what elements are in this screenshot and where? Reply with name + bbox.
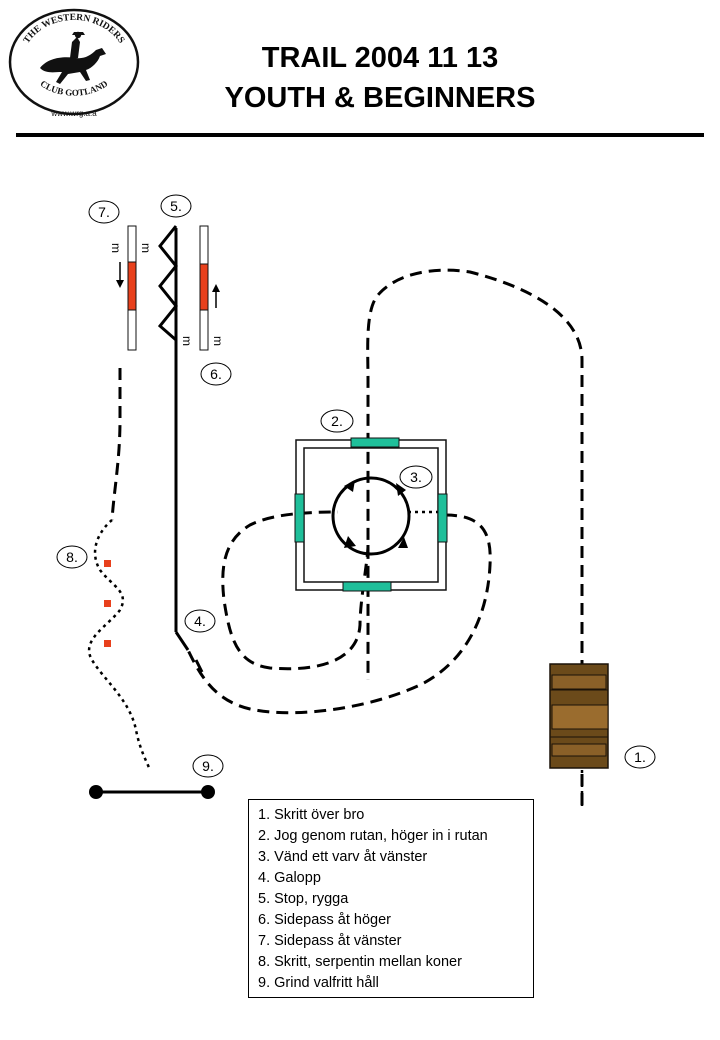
- cone-mark: m: [139, 243, 153, 253]
- svg-text:4.: 4.: [194, 613, 206, 629]
- marker-9: 9.: [192, 754, 224, 778]
- svg-text:3.: 3.: [410, 469, 422, 485]
- legend-item: 5. Stop, rygga: [258, 891, 349, 907]
- page-title: TRAIL 2004 11 13 YOUTH & BEGINNERS: [150, 38, 610, 118]
- sidepass-arrow-up: [212, 284, 220, 308]
- marker-4: 4.: [184, 609, 216, 633]
- legend-item: 4. Galopp: [258, 870, 321, 886]
- sidepass-pole-right: [199, 225, 209, 351]
- marker-5: 5.: [160, 194, 192, 218]
- dashed-route-lower: [186, 513, 492, 715]
- legend-item: 8. Skritt, serpentin mellan koner: [258, 954, 462, 970]
- dotted-serpentine: [88, 519, 152, 771]
- marker-7: 7.: [88, 200, 120, 224]
- svg-text:7.: 7.: [98, 204, 110, 220]
- dashed-route-walk: [110, 368, 122, 521]
- legend-item: 3. Vänd ett varv åt vänster: [258, 849, 428, 865]
- club-logo: THE WESTERN RIDERS CLUB GOTLAND www.wrg.…: [8, 8, 140, 118]
- cone: [104, 600, 111, 607]
- svg-text:1.: 1.: [634, 749, 646, 765]
- svg-text:2.: 2.: [331, 413, 343, 429]
- box-obstacle: [294, 437, 448, 592]
- legend-item: 6. Sidepass åt höger: [258, 912, 392, 928]
- title-line-1: TRAIL 2004 11 13: [261, 42, 499, 74]
- marker-8: 8.: [56, 545, 88, 569]
- svg-text:5.: 5.: [170, 198, 182, 214]
- cone: [104, 560, 111, 567]
- marker-6: 6.: [200, 362, 232, 386]
- svg-text:6.: 6.: [210, 366, 222, 382]
- gallop-dash-connector: [174, 631, 204, 673]
- bridge-obstacle: [549, 663, 609, 769]
- marker-2: 2.: [320, 409, 354, 433]
- dashed-route-main: [366, 268, 584, 805]
- svg-text:8.: 8.: [66, 549, 78, 565]
- cone-mark: m: [211, 336, 225, 346]
- legend-item: 2. Jog genom rutan, höger in i rutan: [258, 828, 488, 844]
- marker-3: 3.: [399, 465, 433, 489]
- logo-url: www.wrg.a.a: [50, 109, 97, 118]
- marker-1: 1.: [624, 745, 656, 769]
- backup-zigzag: [157, 225, 178, 342]
- turn-circle: [331, 476, 411, 556]
- gate-obstacle: [89, 785, 215, 799]
- title-line-2: YOUTH & BEGINNERS: [224, 82, 536, 114]
- svg-text:9.: 9.: [202, 758, 214, 774]
- sidepass-arrow-down: [116, 262, 124, 288]
- legend-item: 9. Grind valfritt håll: [258, 975, 379, 991]
- title-divider: [16, 133, 704, 137]
- cone-mark: m: [180, 336, 194, 346]
- dashed-route-loop: [221, 510, 370, 671]
- legend-box: 1. Skritt över bro 2. Jog genom rutan, h…: [248, 799, 534, 998]
- legend-item: 1. Skritt över bro: [258, 807, 365, 823]
- horse-rider-icon: [40, 31, 106, 84]
- sidepass-pole-left: [127, 225, 137, 351]
- cone: [104, 640, 111, 647]
- cone-mark: m: [109, 243, 123, 253]
- legend-item: 7. Sidepass åt vänster: [258, 933, 402, 949]
